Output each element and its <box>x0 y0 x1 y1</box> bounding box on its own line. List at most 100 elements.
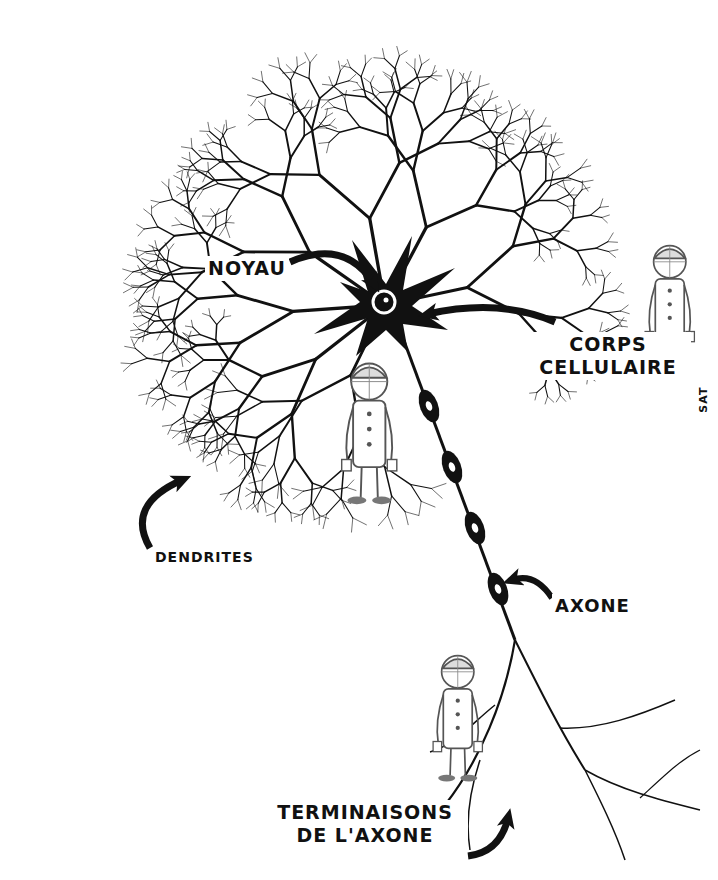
dendrite-branch <box>123 269 133 272</box>
dendrite-branch <box>171 371 179 373</box>
dendrite-branch <box>431 484 446 489</box>
dendrite-branch <box>209 434 224 439</box>
dendrite-branch <box>151 200 160 202</box>
dendrite-branch <box>362 89 374 94</box>
dendrite-branch <box>205 418 216 427</box>
dendrite-branch <box>226 222 234 224</box>
dendrite-branch <box>524 109 529 118</box>
dendrite-branch <box>264 99 266 107</box>
dendrite-branch <box>600 199 603 208</box>
dendrite-branch <box>329 77 332 86</box>
dendrite-branch <box>245 468 250 477</box>
dendrite-branch <box>329 132 340 142</box>
dendrite-branch <box>244 250 310 253</box>
dendrite-branch <box>559 384 561 395</box>
dendrite-branch <box>467 82 468 98</box>
dendrite-branch <box>186 436 194 438</box>
dendrite-branch <box>506 155 520 172</box>
dendrite-branch <box>144 227 158 229</box>
dendrite-branch <box>226 120 228 129</box>
dendrite-branch <box>608 250 618 252</box>
dendrite-branch <box>171 430 181 431</box>
dendrite-branch <box>567 177 582 182</box>
dendrite-branch <box>529 110 534 119</box>
dendrite-branch <box>497 124 509 139</box>
dendrite-branch <box>155 275 163 287</box>
dendrite-branch <box>197 171 208 173</box>
dendrite-branch <box>311 101 312 109</box>
dendrite-branch <box>199 441 211 443</box>
dendrite-branch <box>248 95 258 98</box>
dendrite-branch <box>154 353 163 356</box>
dendrite-branch <box>226 216 231 223</box>
dendrite-branch <box>220 493 229 495</box>
dendrite-branch <box>385 75 391 81</box>
dendrite-branch <box>601 270 604 279</box>
dendrite-branch <box>177 336 179 347</box>
dendrite-branch <box>256 489 264 502</box>
dendrite-branch <box>189 335 200 337</box>
dendrite-branch <box>332 85 344 94</box>
dendrite-branch <box>187 191 189 209</box>
dendrite-branch <box>160 236 175 250</box>
dendrite-branch <box>320 175 370 218</box>
dendrite-branch <box>527 145 538 153</box>
dendrite-branch <box>169 272 202 274</box>
dendrite-branch <box>462 98 471 108</box>
dendrite-branch <box>254 503 259 512</box>
dendrite-branch <box>546 144 552 157</box>
dendrite-branch <box>567 205 576 206</box>
dendrite-branch <box>282 196 309 252</box>
dendrite-branch <box>526 181 546 205</box>
dendrite-branch <box>246 503 253 509</box>
dendrite-branch <box>388 515 393 529</box>
dendrite-branch <box>228 444 239 445</box>
cartoon-figure <box>433 656 482 782</box>
dendrite-branch <box>215 325 217 341</box>
dendrite-branch <box>414 103 423 131</box>
dendrite-branch <box>183 415 188 421</box>
pointer-arrow <box>468 818 508 856</box>
dendrite-branch <box>313 505 315 519</box>
dendrite-branch <box>560 395 565 401</box>
dendrite-branch <box>158 298 179 307</box>
dendrite-branch <box>574 190 582 200</box>
dendrite-branch <box>191 320 192 327</box>
dendrite-branch <box>203 314 211 317</box>
dendrite-branch <box>200 335 216 341</box>
dendrite-branch <box>265 502 267 513</box>
dendrite-branch <box>285 114 293 131</box>
dendrite-branch <box>568 391 577 392</box>
dendrite-branch <box>139 287 148 300</box>
dendrite-branch <box>300 505 312 510</box>
dendrite-branch <box>341 469 343 499</box>
dendrite-branch <box>143 262 151 268</box>
dendrite-branch <box>161 361 170 383</box>
dendrite-branch <box>372 86 380 92</box>
dendrite-branch <box>226 209 227 226</box>
dendrite-branch <box>227 189 240 209</box>
dendrite-branch <box>371 76 374 83</box>
dendrite-branch <box>163 399 166 410</box>
dendrite-branch <box>157 249 165 260</box>
dendrite-branch <box>466 106 472 115</box>
part-label: TERMINAISONS DE L'AXONE <box>262 800 468 848</box>
dendrite-branch <box>165 243 169 251</box>
dendrite-branch <box>203 142 213 145</box>
dendrite-branch <box>172 348 180 351</box>
dendrite-branch <box>224 416 237 434</box>
dendrite-branch <box>426 205 476 227</box>
dendrite-branch <box>246 492 253 496</box>
dendrite-branch <box>460 114 471 116</box>
dendrite-branch <box>353 89 362 90</box>
dendrite-branch <box>211 209 216 216</box>
nucleus <box>373 291 395 313</box>
dendrite-branch <box>339 92 344 99</box>
dendrite-branch <box>503 134 511 143</box>
dendrite-branch <box>151 206 152 216</box>
dendrite-branch <box>438 141 469 143</box>
dendrite-branch <box>257 93 272 97</box>
dendrite-branch <box>238 295 294 311</box>
dendrite-branch <box>235 436 244 454</box>
